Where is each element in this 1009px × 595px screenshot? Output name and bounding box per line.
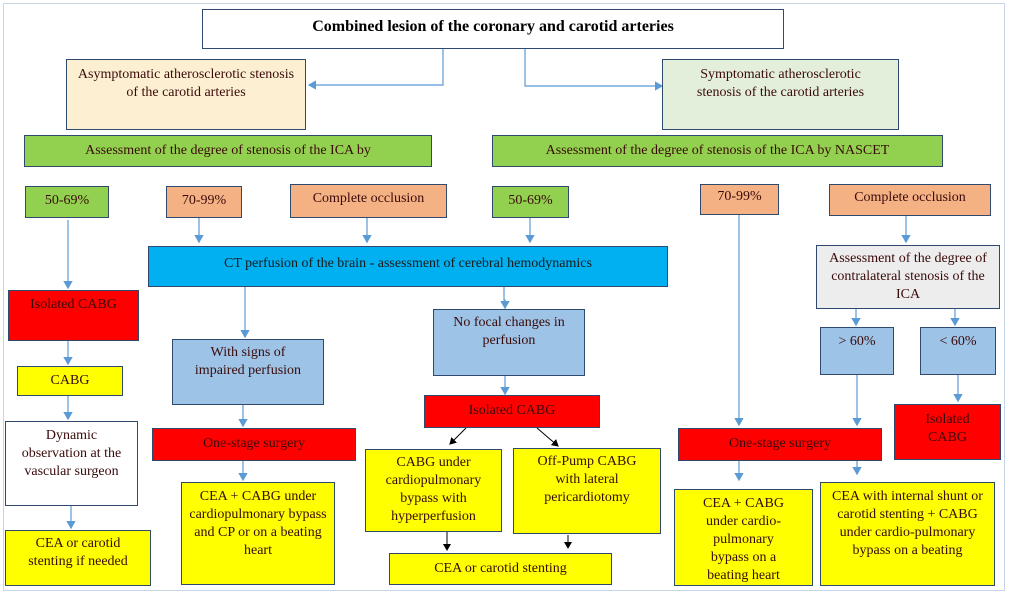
cabg-cpb-hyperperfusion-box: CABG under cardiopulmonary bypass with h… (365, 449, 502, 532)
grade-70-99-left: 70-99% (166, 186, 242, 218)
isolated-cabg-right: Isolated CABG (894, 404, 1001, 460)
ct-perfusion-box: CT perfusion of the brain - assessment o… (148, 246, 668, 287)
isolated-cabg-middle: Isolated CABG (424, 395, 600, 428)
cea-if-needed-box: CEA or carotid stenting if needed (5, 530, 151, 586)
grade-70-99-right: 70-99% (700, 184, 779, 215)
impaired-perfusion-box: With signs of impaired perfusion (172, 339, 324, 405)
grade-50-69-left: 50-69% (25, 186, 109, 218)
dynamic-observation-box: Dynamic observation at the vascular surg… (5, 421, 138, 506)
asymptomatic-assessment-box: Assessment of the degree of stenosis of … (24, 135, 432, 167)
no-focal-changes-box: No focal changes in perfusion (433, 309, 585, 376)
grade-50-69-right: 50-69% (492, 186, 569, 218)
cea-cabg-left: CEA + CABG under cardiopulmonary bypass … (181, 482, 335, 585)
title-box: Combined lesion of the coronary and caro… (202, 9, 784, 49)
symptomatic-assessment-box: Assessment of the degree of stenosis of … (492, 135, 943, 167)
one-stage-surgery-right: One-stage surgery (678, 428, 882, 461)
cea-shunt-box: CEA with internal shunt or carotid stent… (820, 482, 995, 586)
symptomatic-box: Symptomatic atherosclerotic stenosis of … (662, 59, 899, 130)
gt60-box: > 60% (820, 327, 894, 375)
contralateral-assessment-box: Assessment of the degree of contralatera… (816, 245, 1000, 309)
one-stage-surgery-left: One-stage surgery (152, 428, 356, 461)
complete-occlusion-left: Complete occlusion (290, 184, 447, 218)
isolated-cabg-left: Isolated CABG (8, 290, 139, 341)
cea-cabg-right: CEA + CABG under cardio-pulmonary bypass… (674, 489, 813, 586)
diagram-frame (3, 3, 1005, 591)
asymptomatic-box: Asymptomatic atherosclerotic stenosis of… (66, 59, 306, 130)
cea-stenting-box: CEA or carotid stenting (389, 553, 612, 585)
cabg-box: CABG (17, 366, 123, 396)
lt60-box: < 60% (920, 327, 996, 375)
off-pump-cabg-box: Off-Pump CABG with lateral pericardiotom… (513, 448, 661, 534)
complete-occlusion-right: Complete occlusion (829, 184, 991, 216)
